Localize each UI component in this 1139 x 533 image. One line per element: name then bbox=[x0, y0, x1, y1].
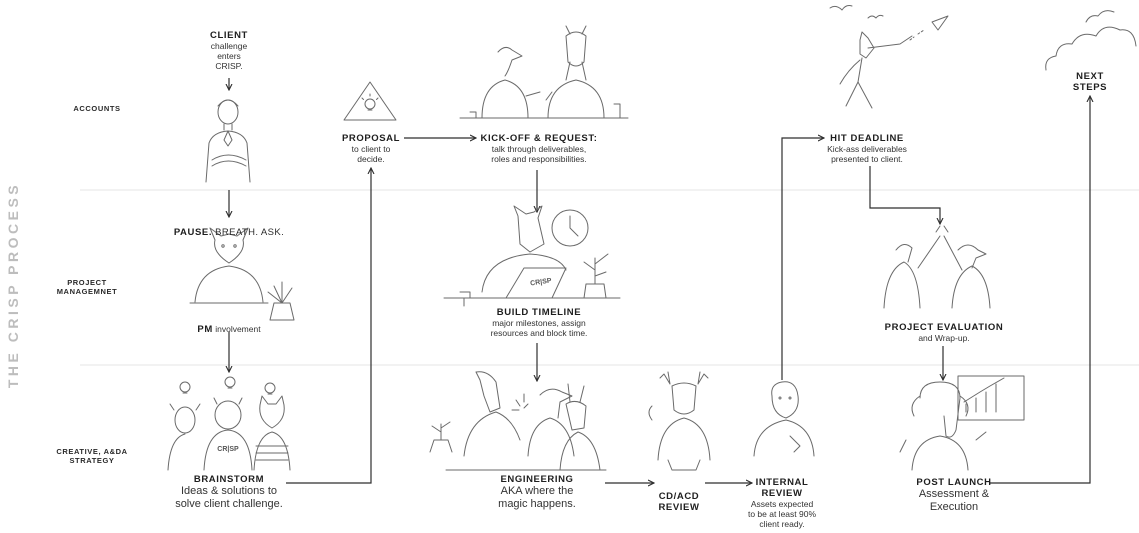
pm-involvement-step: PM involvement bbox=[197, 324, 261, 335]
post-launch-step: POST LAUNCH Assessment & Execution bbox=[916, 477, 992, 514]
kickoff-duck-giraffe-illustration bbox=[459, 25, 629, 119]
next-steps-clouds-illustration bbox=[1045, 10, 1137, 71]
internal-review-lion-illustration bbox=[753, 381, 815, 457]
arrow-internal-to-deadline bbox=[781, 138, 824, 380]
cdacd-moose-illustration bbox=[648, 371, 711, 471]
engineering-step: ENGINEERING AKA where the magic happens. bbox=[498, 474, 576, 511]
engineering-animals-illustration bbox=[429, 371, 607, 471]
proposal-step: PROPOSAL to client to decide. bbox=[341, 133, 401, 165]
kickoff-step: KICK-OFF & REQUEST: talk through deliver… bbox=[480, 133, 598, 165]
pm-fox-illustration bbox=[189, 227, 295, 321]
shirt-logo-text: CR|SP bbox=[217, 446, 239, 453]
pause-step: PAUSE. BREATH. ASK. bbox=[173, 227, 285, 238]
arrow-brainstorm-to-proposal bbox=[286, 168, 371, 484]
timeline-wolf-illustration bbox=[443, 205, 621, 307]
postlaunch-elephant-illustration bbox=[899, 375, 1025, 471]
lane-label-accounts: ACCOUNTS bbox=[73, 104, 121, 113]
project-evaluation-step: PROJECT EVALUATION and Wrap-up. bbox=[884, 322, 1004, 344]
proposal-triangle-icon bbox=[343, 81, 397, 121]
deadline-wolf-illustration bbox=[829, 5, 949, 109]
arrow-deadline-to-evaluation bbox=[869, 166, 940, 224]
cdacd-review-step: CD/ACD REVIEW bbox=[658, 491, 700, 514]
next-steps-step: NEXT STEPS bbox=[1072, 71, 1108, 94]
arrow-postlaunch-to-nextsteps bbox=[990, 96, 1090, 484]
brainstorm-step: BRAINSTORM Ideas & solutions to solve cl… bbox=[175, 474, 283, 511]
hit-deadline-step: HIT DEADLINE Kick-ass deliverables prese… bbox=[827, 133, 907, 165]
internal-review-step: INTERNAL REVIEW Assets expected to be at… bbox=[747, 477, 817, 530]
brainstorm-animals-illustration bbox=[167, 376, 291, 471]
client-step: CLIENT challenge enters CRISP. bbox=[210, 30, 248, 72]
process-title: THE CRISP PROCESS bbox=[5, 181, 21, 389]
evaluation-birds-illustration bbox=[883, 225, 991, 309]
build-timeline-step: BUILD TIMELINE major milestones, assign … bbox=[490, 307, 588, 339]
accounts-person-illustration bbox=[205, 99, 251, 183]
